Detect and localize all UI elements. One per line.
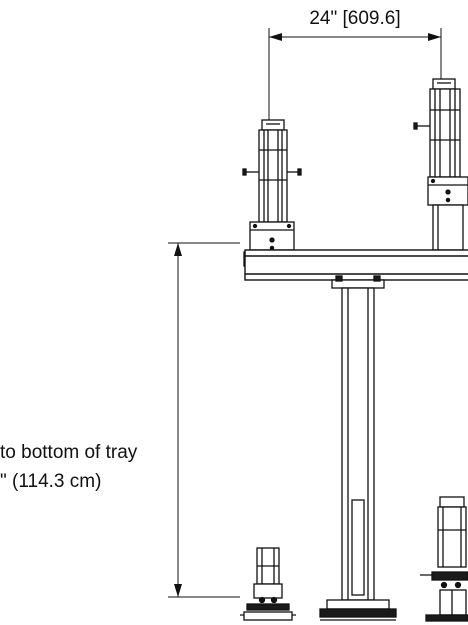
width-dimension-label: 24" [609.6] xyxy=(309,8,400,29)
height-dimension: to bottom of tray " (114.3 cm) xyxy=(0,242,240,598)
tray xyxy=(244,249,468,281)
height-dimension-label-line2: " (114.3 cm) xyxy=(0,471,101,492)
left-upper-fixture xyxy=(242,119,302,267)
width-dimension: 24" [609.6] xyxy=(268,8,442,120)
right-lower-fixture xyxy=(420,496,468,622)
right-upper-fixture xyxy=(413,78,468,251)
height-dimension-label-line1: to bottom of tray xyxy=(0,442,138,463)
central-column xyxy=(319,275,397,621)
left-lower-fixture xyxy=(240,547,296,621)
